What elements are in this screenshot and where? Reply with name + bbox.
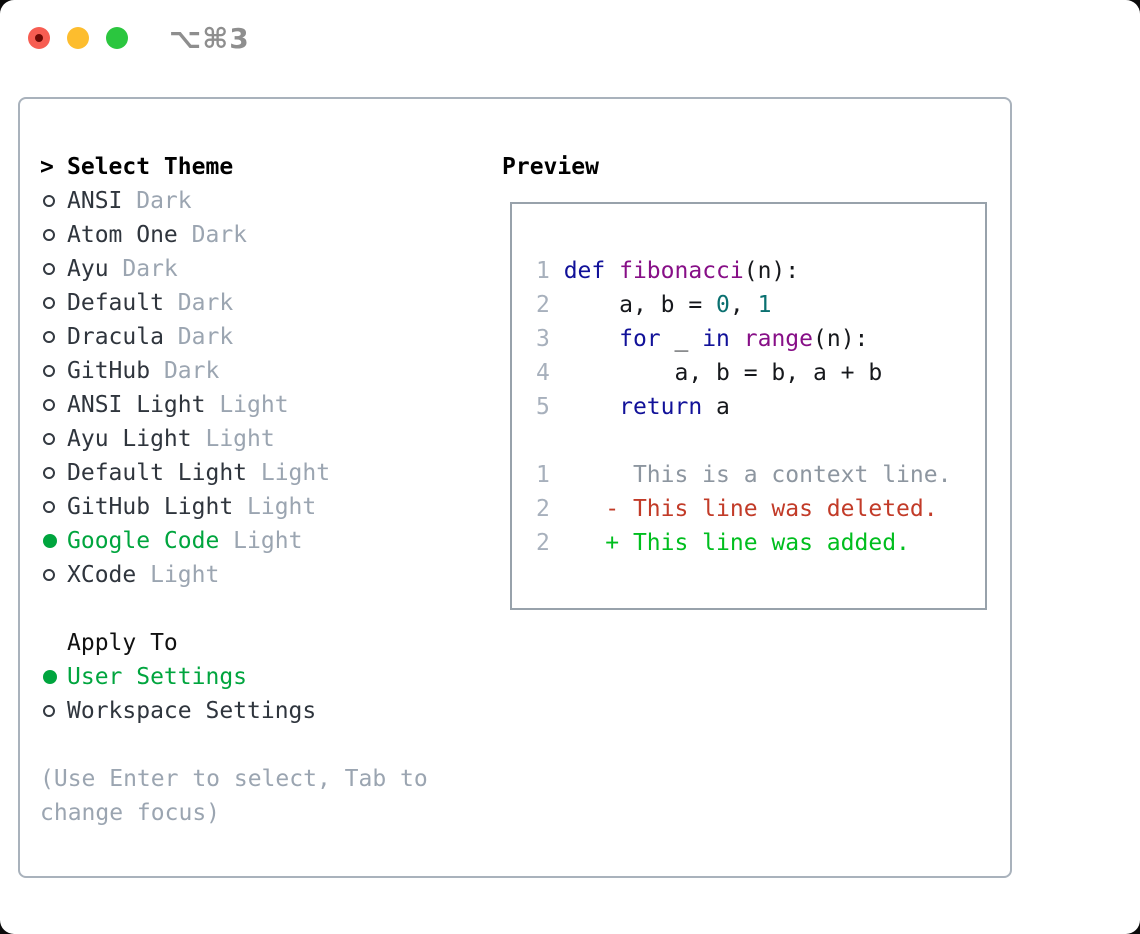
theme-variant: Light xyxy=(136,562,220,588)
apply-to-option-label: User Settings xyxy=(67,664,248,690)
apply-to-option[interactable]: Workspace Settings xyxy=(40,694,480,728)
diff-line: 2 - This line was deleted. xyxy=(536,496,938,522)
radio-icon xyxy=(43,297,55,309)
theme-option[interactable]: Default Light Light xyxy=(40,456,480,490)
theme-variant: Dark xyxy=(163,290,234,316)
theme-variant: Light xyxy=(219,528,303,554)
select-theme-title: Select Theme xyxy=(67,154,234,180)
minimize-button[interactable] xyxy=(67,27,89,49)
theme-name: Google Code xyxy=(67,528,220,554)
radio-icon xyxy=(43,331,55,343)
diff-line: 1 This is a context line. xyxy=(536,462,952,488)
radio-icon xyxy=(43,195,55,207)
hint-line: change focus) xyxy=(40,800,221,826)
theme-variant: Dark xyxy=(163,324,234,350)
selected-radio-icon xyxy=(43,670,57,684)
theme-name: XCode xyxy=(67,562,137,588)
usage-hint: (Use Enter to select, Tab to change focus… xyxy=(40,762,480,830)
theme-option[interactable]: Ayu Light Light xyxy=(40,422,480,456)
theme-option[interactable]: Ayu Dark xyxy=(40,252,480,286)
theme-name: GitHub xyxy=(67,358,151,384)
code-line: 2 a, b = 0, 1 xyxy=(536,292,772,318)
theme-name: Ayu Light xyxy=(67,426,192,452)
theme-option[interactable]: Google Code Light xyxy=(40,524,480,558)
preview-box: 1 def fibonacci(n): 2 a, b = 0, 1 3 for _ … xyxy=(510,202,987,610)
code-preview: 1 def fibonacci(n): 2 a, b = 0, 1 3 for _ … xyxy=(512,204,985,560)
spacer xyxy=(40,592,480,626)
apply-to-title: Apply To xyxy=(67,630,178,656)
preview-title: Preview xyxy=(502,154,599,180)
titlebar: ⌥⌘3 xyxy=(0,0,1140,75)
radio-icon xyxy=(43,569,55,581)
theme-name: Atom One xyxy=(67,222,178,248)
radio-icon xyxy=(43,501,55,513)
theme-option[interactable]: Atom One Dark xyxy=(40,218,480,252)
select-theme-header: > Select Theme xyxy=(40,150,480,184)
theme-option[interactable]: Dracula Dark xyxy=(40,320,480,354)
radio-icon xyxy=(43,229,55,241)
theme-variant: Light xyxy=(205,392,289,418)
zoom-button[interactable] xyxy=(106,27,128,49)
radio-icon xyxy=(43,705,55,717)
theme-name: Ayu xyxy=(67,256,109,282)
selected-radio-icon xyxy=(43,534,57,548)
theme-name: ANSI xyxy=(67,188,123,214)
theme-variant: Light xyxy=(191,426,275,452)
radio-icon xyxy=(43,365,55,377)
radio-icon xyxy=(43,263,55,275)
apply-to-header: Apply To xyxy=(40,626,480,660)
theme-name: Default xyxy=(67,290,164,316)
apply-to-option-label: Workspace Settings xyxy=(67,698,317,724)
cursor-prefix: > xyxy=(40,154,54,180)
theme-option[interactable]: ANSI Dark xyxy=(40,184,480,218)
theme-variant: Light xyxy=(233,494,317,520)
theme-name: Default Light xyxy=(67,460,248,486)
radio-icon xyxy=(43,433,55,445)
apply-to-option[interactable]: User Settings xyxy=(40,660,480,694)
code-line: 4 a, b = b, a + b xyxy=(536,360,883,386)
theme-variant: Dark xyxy=(108,256,178,282)
theme-name: Dracula xyxy=(67,324,164,350)
hint-line: (Use Enter to select, Tab to xyxy=(40,766,428,792)
theme-option[interactable]: XCode Light xyxy=(40,558,480,592)
code-line: 1 def fibonacci(n): xyxy=(536,258,800,284)
theme-variant: Dark xyxy=(177,222,248,248)
radio-icon xyxy=(43,467,55,479)
spacer xyxy=(536,424,985,458)
theme-option[interactable]: Default Dark xyxy=(40,286,480,320)
theme-option[interactable]: ANSI Light Light xyxy=(40,388,480,422)
code-line: 5 return a xyxy=(536,394,730,420)
theme-name: ANSI Light xyxy=(67,392,206,418)
theme-variant: Dark xyxy=(122,188,192,214)
spacer xyxy=(40,728,480,762)
theme-option[interactable]: GitHub Dark xyxy=(40,354,480,388)
code-line: 3 for _ in range(n): xyxy=(536,326,869,352)
close-button[interactable] xyxy=(28,27,50,49)
theme-variant: Light xyxy=(247,460,331,486)
keyboard-shortcut-label: ⌥⌘3 xyxy=(169,22,250,55)
theme-variant: Dark xyxy=(150,358,220,384)
theme-option[interactable]: GitHub Light Light xyxy=(40,490,480,524)
radio-icon xyxy=(43,399,55,411)
theme-name: GitHub Light xyxy=(67,494,234,520)
diff-line: 2 + This line was added. xyxy=(536,530,910,556)
